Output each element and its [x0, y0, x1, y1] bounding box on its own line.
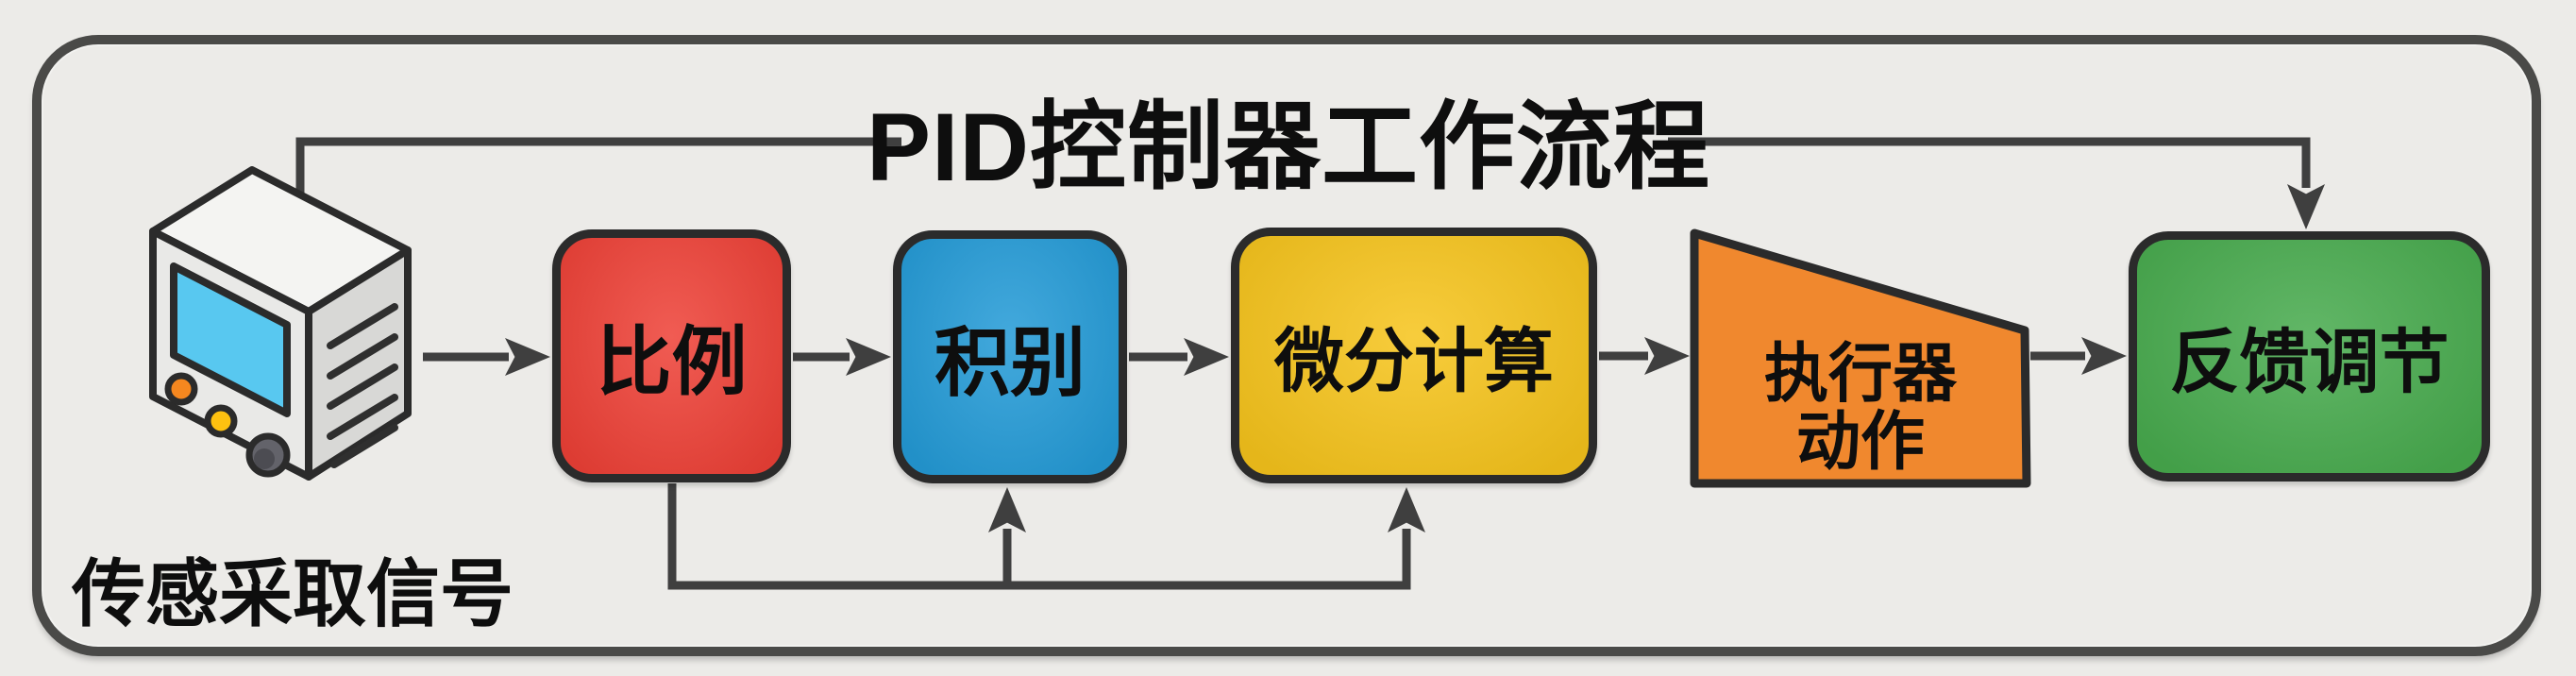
node-actuator-label: 执行器 动作	[1694, 332, 2027, 483]
node-actuator-shape	[1690, 228, 2031, 488]
node-feedback-label: 反馈调节	[2169, 323, 2450, 401]
node-actuator	[1690, 228, 2031, 488]
edge-top-loop-right	[1668, 137, 2325, 229]
sensor-knob-center	[254, 448, 275, 469]
diagram-title: PID控制器工作流程	[866, 93, 1711, 201]
node-actuator-label-line1: 执行器	[1763, 337, 1957, 410]
sensor-device-icon	[149, 166, 412, 481]
sensor-screen	[170, 262, 291, 417]
node-derivative: 微分计算	[1231, 228, 1597, 483]
node-feedback: 反馈调节	[2129, 231, 2490, 482]
sensor-button-yellow	[204, 404, 238, 438]
node-proportional: 比例	[552, 229, 791, 482]
edge-bottom-loop-main	[667, 483, 1425, 590]
node-integral: 积别	[893, 230, 1127, 483]
sensor-vents	[327, 303, 398, 468]
node-actuator-label-line2: 动作	[1795, 406, 1925, 478]
outer-frame	[32, 35, 2541, 656]
node-integral-label: 积别	[934, 321, 1086, 405]
node-derivative-label: 微分计算	[1274, 322, 1554, 400]
sensor-label: 传感采取信号	[71, 552, 514, 635]
sensor-button-orange	[164, 372, 198, 406]
node-proportional-label: 比例	[596, 320, 748, 404]
